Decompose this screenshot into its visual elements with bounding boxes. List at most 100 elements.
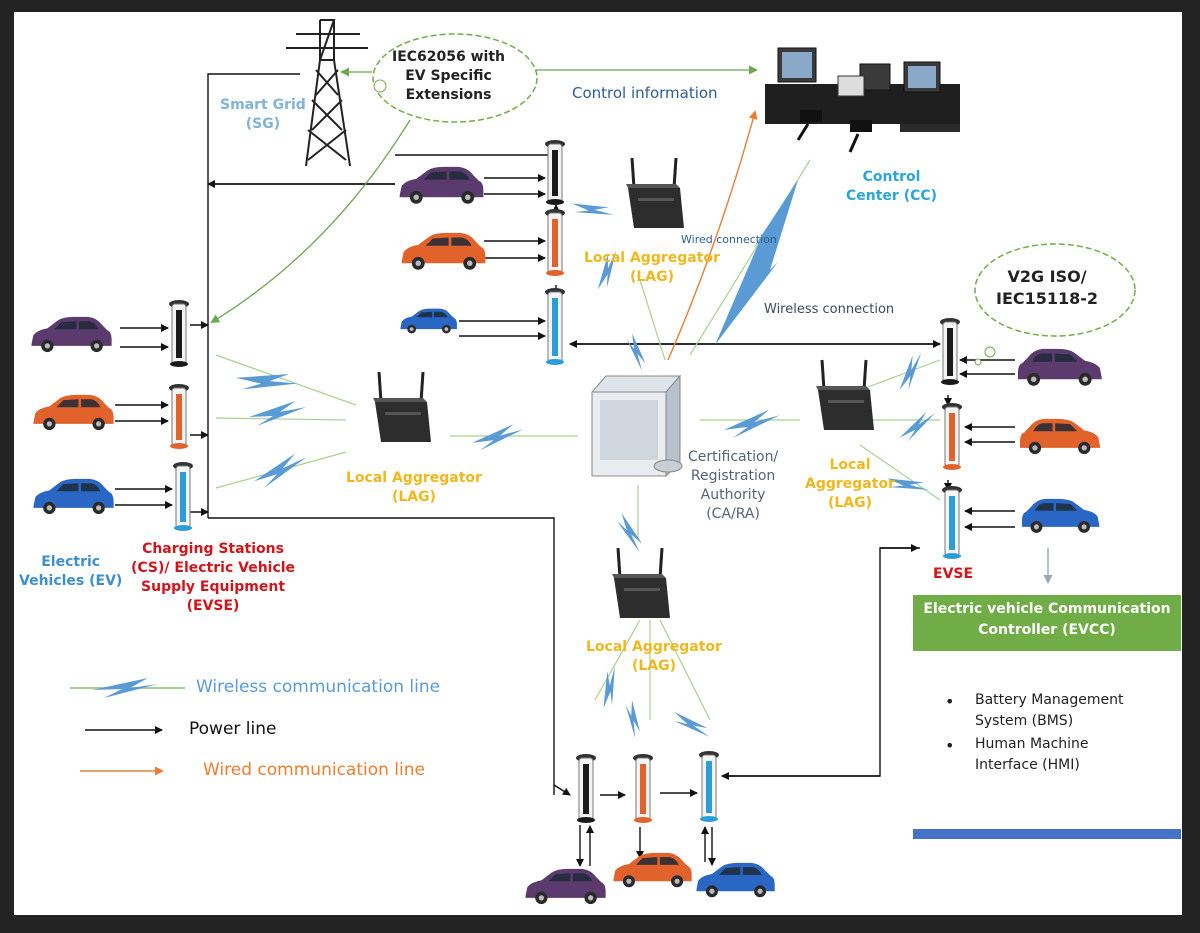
wireless-bolt-icon [254,453,307,488]
wireless-link [859,444,941,501]
wireless-bolt-icon [899,352,922,391]
charging-stations [169,140,962,823]
wireless-link [659,619,711,721]
car-shape [33,478,114,515]
wireless-link [639,279,666,361]
cloud-v2g-label: V2G ISO/ IEC15118-2 [996,267,1099,308]
car-shape [1020,418,1101,455]
legend-wired-label: Wired communication line [203,760,425,780]
electric-vehicle-icon [1020,418,1101,455]
lag-bottom-label: Local Aggregator (LAG) [586,639,722,674]
wired-connection-label: Wired connection [681,233,777,246]
wireless-bolt-icon [235,374,299,390]
electric-vehicle-icon [401,232,486,270]
connection-lines [115,65,1053,867]
wireless-bolt-icon [471,424,524,451]
charging-station-icon [942,486,962,559]
station-base [943,464,961,470]
charging-station-icon [576,754,596,823]
station-base [700,816,718,822]
power-line [207,73,300,518]
charging-station-icon [699,751,719,822]
charging-station-icon [169,384,189,449]
wireless-link [215,354,357,406]
electric-vehicle-icon [1018,348,1102,386]
legend-wireless-label: Wireless communication line [196,677,441,697]
charging-station-icon [545,140,565,205]
evcc-box: Electric vehicle Communication Controlle… [913,595,1181,651]
station-light [552,298,558,356]
bolt-shape [626,333,646,371]
wireless-bolt-icon [715,180,798,345]
charging-station-icon [173,462,193,531]
control-line [210,119,411,324]
car-shape [31,316,112,353]
car-shape [33,394,114,431]
wireless-link [215,417,347,421]
wireless-bolt-icon [626,333,646,371]
car-shape [1018,348,1102,386]
station-light [552,219,558,267]
bullet-bms: Battery Management System (BMS) [945,690,1124,732]
wireless-bolt-icon [724,409,780,439]
car-shape [696,862,775,898]
wireless-bolt-icon [571,203,614,215]
wireless-bolts [235,180,936,739]
accent-bar [913,829,1181,839]
electric-vehicle-icon [33,478,114,515]
bolt-shape [886,478,929,490]
station-base [546,199,564,205]
evcc-label: Electric vehicle Communication Controlle… [923,601,1171,638]
control-center-icon [765,47,960,153]
legend-wireless-symbol [70,678,185,698]
charging-station-icon [545,209,565,276]
wireless-bolt-icon [673,711,710,737]
electric-vehicle-icon [696,862,775,898]
bolt-shape [603,666,615,709]
bolt-shape [724,409,780,439]
wireless-link [859,359,941,391]
car-shape [399,166,484,204]
station-light [949,496,955,550]
ca-ra-label: Certification/ Registration Authority (C… [688,449,779,522]
car-shape [525,868,606,905]
bolt-shape [616,513,643,553]
car-shape [613,852,692,888]
wired-line [667,110,758,361]
station-light [706,761,712,813]
electric-vehicle-icon [400,308,457,334]
electric-vehicle-icon [1022,498,1100,533]
ev-label: Electric Vehicles (EV) [19,554,123,589]
electric-vehicle-icon [399,166,484,204]
wireless-bolt-icon [625,700,640,739]
power-line [722,547,920,777]
router-left-icon [371,370,433,444]
station-base [174,525,192,531]
station-light [640,764,646,814]
station-base [170,443,188,449]
wireless-bolt-icon [886,478,929,490]
cloud-v2g-shape [974,243,1136,366]
station-light [583,764,589,814]
charging-station-icon [633,754,653,823]
bolt-shape [625,700,640,739]
charging-station-icon [169,300,189,367]
server-icon [590,374,683,478]
evcc-feature-list: Battery Management System (BMS) Human Ma… [945,690,1124,778]
wireless-link [594,619,641,701]
cloud-iec-shape [372,33,538,123]
station-base [546,270,564,276]
wireless-bolt-icon [603,666,615,709]
station-base [170,361,188,367]
control-center-label: Control Center (CC) [846,169,938,204]
control-information-label: Control information [572,84,718,102]
station-light [552,150,558,196]
station-base [634,817,652,823]
bolt-shape [471,424,524,451]
lag-left-label: Local Aggregator (LAG) [346,470,482,505]
car-shape [401,232,486,270]
bolt-shape [235,374,299,390]
power-arrow [553,784,571,796]
station-base [546,359,564,365]
